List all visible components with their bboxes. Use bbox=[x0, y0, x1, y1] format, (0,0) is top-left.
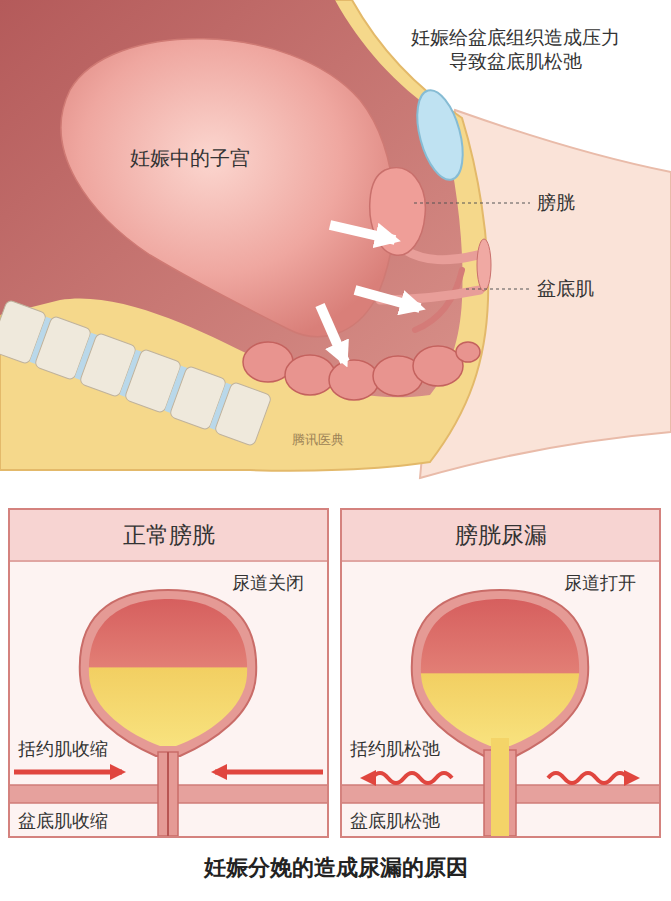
sphincter-label: 括约肌收缩 bbox=[18, 738, 108, 761]
caption: 妊娠分娩的造成尿漏的原因 bbox=[0, 854, 671, 882]
panel-heading: 正常膀胱 bbox=[123, 521, 215, 550]
panel-heading: 膀胱尿漏 bbox=[455, 521, 547, 550]
text-holder: 妊娠分娩的造成尿漏的原因 bbox=[0, 854, 671, 882]
text-holder: 膀胱 bbox=[537, 191, 575, 215]
bladder-panel: 膀胱尿漏尿道打开括约肌松弛盆底肌松弛 bbox=[340, 508, 661, 838]
fat-layer bbox=[0, 0, 488, 471]
bladder bbox=[370, 168, 426, 256]
text-holder: 腾讯医典 bbox=[292, 432, 344, 448]
spine bbox=[0, 299, 272, 446]
text-holder: 尿道关闭 bbox=[232, 572, 304, 595]
callout-label: 膀胱 bbox=[537, 191, 575, 215]
rectum bbox=[243, 342, 480, 400]
abdominal-cavity bbox=[0, 0, 463, 397]
urethra bbox=[405, 250, 478, 260]
header-band: 膀胱尿漏 bbox=[342, 510, 659, 562]
leader-line bbox=[414, 203, 530, 204]
vulva bbox=[477, 239, 491, 291]
leader-line bbox=[466, 289, 530, 290]
text-holder: 盆底肌松弛 bbox=[350, 810, 440, 833]
pressure-arrow bbox=[320, 225, 420, 362]
bladder-panel: 正常膀胱尿道关闭括约肌收缩盆底肌收缩 bbox=[8, 508, 329, 838]
header-band: 正常膀胱 bbox=[10, 510, 327, 562]
heading-note: 妊娠给盆底组织造成压力 导致盆底肌松弛 bbox=[400, 26, 630, 74]
text-holder: 妊娠给盆底组织造成压力 导致盆底肌松弛 bbox=[400, 26, 630, 74]
urethra-label: 尿道打开 bbox=[564, 572, 636, 595]
text-holder: 妊娠中的子宫 bbox=[130, 146, 250, 171]
text-holder: 盆底肌收缩 bbox=[18, 810, 108, 833]
uterus bbox=[61, 39, 394, 337]
text-holder: 括约肌松弛 bbox=[350, 738, 440, 761]
sphincter-label: 括约肌松弛 bbox=[350, 738, 440, 761]
pelvic-floor-label: 盆底肌收缩 bbox=[18, 810, 108, 833]
text-holder: 尿道打开 bbox=[564, 572, 636, 595]
text-holder: 括约肌收缩 bbox=[18, 738, 108, 761]
normal-bladder bbox=[10, 590, 327, 836]
panel-ground bbox=[8, 508, 329, 838]
pelvic-floor-label: 盆底肌松弛 bbox=[350, 810, 440, 833]
urethra-label: 尿道关闭 bbox=[232, 572, 304, 595]
pubic-bone bbox=[409, 85, 471, 184]
organ-label: 妊娠中的子宫 bbox=[130, 146, 250, 171]
leaking-bladder bbox=[342, 590, 659, 836]
watermark: 腾讯医典 bbox=[292, 432, 344, 448]
text-holder: 盆底肌 bbox=[537, 277, 594, 301]
callout-label: 盆底肌 bbox=[537, 277, 594, 301]
panel-ground bbox=[340, 508, 661, 838]
